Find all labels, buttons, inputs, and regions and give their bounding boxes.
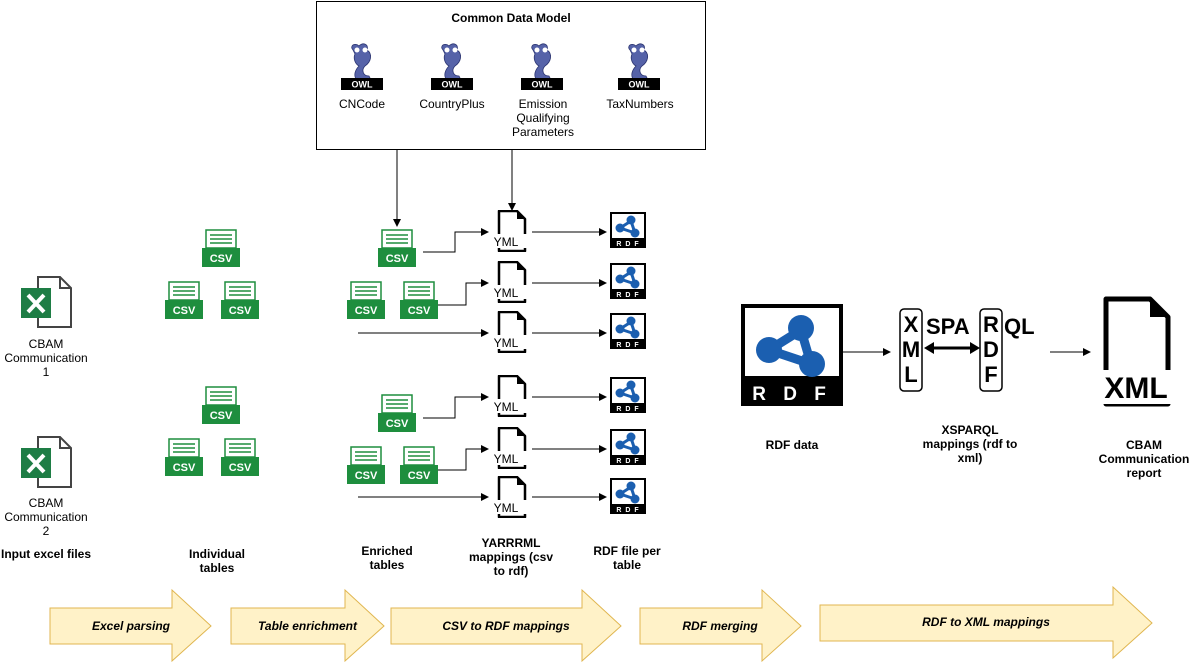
svg-text:YML: YML [494,400,519,414]
stage-label-rdf-data: RDF data [765,438,819,452]
svg-text:R D F: R D F [616,241,639,248]
svg-text:CSV: CSV [229,462,252,474]
yml-mapping-file-icon: YML [489,475,529,519]
csv-file-icon: CSV [400,446,438,486]
process-step-table-enrichment: Table enrichment [258,619,357,633]
svg-text:YML: YML [494,235,519,249]
svg-text:RDF: RDF [983,312,999,387]
stage-label-xsparql: XSPARQL mappings (rdf to xml) [922,423,1018,465]
svg-text:YML: YML [494,336,519,350]
svg-text:CSV: CSV [355,305,378,317]
svg-text:R D F: R D F [616,342,639,349]
yml-mapping-file-icon: YML [489,260,529,304]
yml-mapping-file-icon: YML [489,209,529,253]
svg-text:R D F: R D F [616,458,639,465]
svg-text:SPA: SPA [926,314,970,339]
ontology-label: CNCode [338,97,386,111]
rdf-file-icon: R D F [610,313,646,349]
rdf-file-icon: R D F [610,377,646,413]
ontology-label: CountryPlus [419,97,485,111]
rdf-file-icon: R D F [610,212,646,248]
svg-text:CSV: CSV [408,305,431,317]
svg-text:CSV: CSV [210,253,233,265]
svg-text:YML: YML [494,286,519,300]
process-step-csv-to-rdf: CSV to RDF mappings [442,619,570,633]
input-file-label: CBAM Communication 2 [4,496,88,538]
svg-text:CSV: CSV [229,305,252,317]
csv-file-icon: CSV [347,446,385,486]
svg-text:OWL: OWL [442,80,463,90]
stage-label-rdf-per-table: RDF file per table [593,544,661,572]
process-step-rdf-merging: RDF merging [682,619,758,633]
svg-text:YML: YML [494,501,519,515]
svg-text:CSV: CSV [386,253,409,265]
svg-text:CSV: CSV [355,470,378,482]
stage-label-yarrrml: YARRRML mappings (csv to rdf) [468,536,554,578]
excel-file-icon [20,276,72,328]
ontology-label: Emission Qualifying Parameters [511,97,575,139]
svg-text:XML: XML [902,312,920,387]
svg-text:R D F: R D F [616,292,639,299]
csv-file-icon: CSV [202,229,240,269]
svg-text:CSV: CSV [173,305,196,317]
excel-file-icon [20,436,72,488]
svg-text:QL: QL [1004,314,1035,339]
svg-text:XML: XML [1104,372,1167,405]
cdm-title: Common Data Model [451,11,571,25]
stage-label-individual: Individual tables [188,547,245,575]
svg-text:YML: YML [494,452,519,466]
yml-mapping-file-icon: YML [489,374,529,418]
svg-text:OWL: OWL [629,80,650,90]
owl-icon: OWL [618,42,660,90]
svg-text:CSV: CSV [386,418,409,430]
xml-report-icon: XML [1086,296,1186,408]
rdf-file-icon: R D F [610,263,646,299]
svg-text:CSV: CSV [210,410,233,422]
ontology-label: TaxNumbers [606,97,674,111]
input-file-label: CBAM Communication 1 [4,337,88,379]
stage-label-enriched: Enriched tables [361,544,413,572]
process-step-excel-parsing: Excel parsing [91,619,171,633]
svg-text:OWL: OWL [532,80,553,90]
stage-label-report: CBAM Communication report [1098,438,1190,480]
rdf-file-icon: R D F [610,478,646,514]
svg-text:OWL: OWL [352,80,373,90]
csv-file-icon: CSV [400,281,438,321]
svg-text:R D F: R D F [616,507,639,514]
process-step-rdf-to-xml: RDF to XML mappings [922,615,1050,629]
svg-text:CSV: CSV [173,462,196,474]
csv-file-icon: CSV [347,281,385,321]
owl-icon: OWL [341,42,383,90]
rdf-file-icon: R D F [610,429,646,465]
owl-icon: OWL [431,42,473,90]
csv-file-icon: CSV [378,229,416,269]
rdf-data-logo: R D F [741,304,843,406]
csv-file-icon: CSV [202,386,240,426]
csv-file-icon: CSV [221,281,259,321]
csv-file-icon: CSV [165,281,203,321]
yml-mapping-file-icon: YML [489,310,529,354]
svg-text:CSV: CSV [408,470,431,482]
stage-label-input: Input excel files [0,547,92,561]
yml-mapping-file-icon: YML [489,426,529,470]
csv-file-icon: CSV [221,438,259,478]
svg-text:R D F: R D F [616,406,639,413]
owl-icon: OWL [521,42,563,90]
csv-file-icon: CSV [165,438,203,478]
svg-text:R D F: R D F [752,384,832,405]
csv-file-icon: CSV [378,394,416,434]
